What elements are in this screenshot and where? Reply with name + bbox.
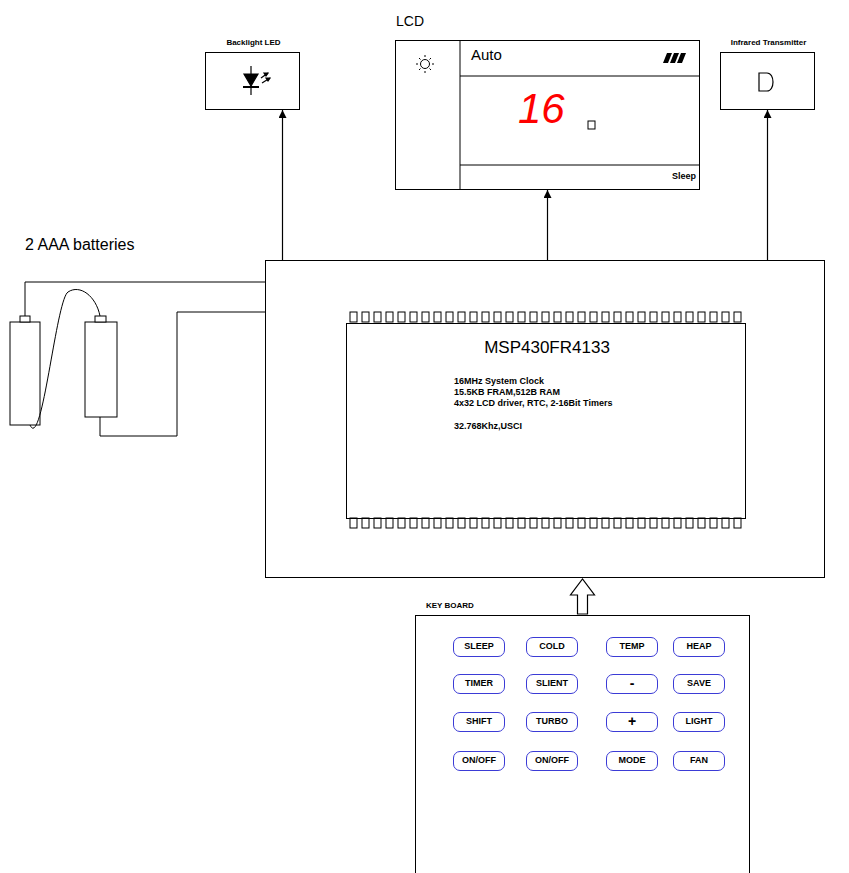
hollow-arrow bbox=[571, 579, 595, 614]
key-button: FAN bbox=[673, 751, 725, 771]
degree-square bbox=[588, 121, 595, 129]
signal-arrow bbox=[767, 110, 768, 260]
node-text: Backlight LED bbox=[186, 38, 321, 47]
key-label: COLD bbox=[527, 638, 577, 655]
keyboard-box: KEY BOARDSLEEPCOLDTEMPHEAPTIMERSLIENT-SA… bbox=[415, 615, 750, 873]
sun-icon bbox=[416, 55, 434, 73]
led-symbol bbox=[243, 66, 270, 95]
lcd-dividers bbox=[460, 40, 700, 190]
node-text: Infrared Transmitter bbox=[691, 38, 846, 47]
key-label: MODE bbox=[607, 752, 657, 769]
key-button: TEMP bbox=[606, 637, 658, 657]
key-label: SHIFT bbox=[454, 713, 504, 730]
node-text: MSP430FR4133 bbox=[347, 338, 747, 358]
key-label: TEMP bbox=[607, 638, 657, 655]
key-label: + bbox=[607, 713, 657, 730]
key-label: SLEEP bbox=[454, 638, 504, 655]
key-label: SAVE bbox=[674, 675, 724, 692]
key-label: ON/OFF bbox=[454, 752, 504, 769]
key-label: SLIENT bbox=[527, 675, 577, 692]
node-text: LCD bbox=[396, 13, 424, 29]
battery-wires bbox=[25, 282, 265, 436]
battery-level-icon bbox=[663, 53, 686, 63]
part-label: 2 AAA batteries bbox=[25, 236, 134, 254]
ir-emitter-symbol bbox=[759, 73, 773, 91]
signal-arrow bbox=[547, 190, 548, 260]
key-label: ON/OFF bbox=[527, 752, 577, 769]
key-button: SLIENT bbox=[526, 674, 578, 694]
ir-box: Infrared Transmitter bbox=[720, 52, 815, 110]
board-box: MSP430FR4133 16MHz System Clock15.5KB FRA… bbox=[265, 260, 825, 578]
signal-arrow bbox=[282, 110, 283, 260]
key-label: HEAP bbox=[674, 638, 724, 655]
node-text: KEY BOARD bbox=[426, 601, 474, 610]
key-button: SLEEP bbox=[453, 637, 505, 657]
node-text: 4x32 LCD driver, RTC, 2-16Bit Timers bbox=[454, 398, 629, 408]
key-button: SHIFT bbox=[453, 712, 505, 732]
key-button: ON/OFF bbox=[453, 751, 505, 771]
key-button: LIGHT bbox=[673, 712, 725, 732]
chip-box: MSP430FR4133 16MHz System Clock15.5KB FRA… bbox=[346, 323, 746, 519]
node-text: Sleep bbox=[596, 171, 696, 181]
key-label: LIGHT bbox=[674, 713, 724, 730]
key-button: - bbox=[606, 674, 658, 694]
node-text: 16MHz System Clock bbox=[454, 376, 544, 386]
led-box: Backlight LED bbox=[205, 52, 300, 110]
node-text: 32.768Khz,USCI bbox=[454, 421, 522, 431]
key-button: TIMER bbox=[453, 674, 505, 694]
key-button: ON/OFF bbox=[526, 751, 578, 771]
key-button: HEAP bbox=[673, 637, 725, 657]
node-text: 16 bbox=[518, 85, 565, 133]
key-button: MODE bbox=[606, 751, 658, 771]
battery-cells bbox=[10, 316, 117, 425]
node-text: Auto bbox=[471, 46, 502, 63]
node-text: 15.5KB FRAM,512B RAM bbox=[454, 387, 560, 397]
key-label: TIMER bbox=[454, 675, 504, 692]
key-label: FAN bbox=[674, 752, 724, 769]
key-label: - bbox=[607, 675, 657, 692]
key-button: SAVE bbox=[673, 674, 725, 694]
key-button: TURBO bbox=[526, 712, 578, 732]
lcd-box: LCDAuto16Sleep bbox=[395, 40, 700, 190]
key-button: + bbox=[606, 712, 658, 732]
key-button: COLD bbox=[526, 637, 578, 657]
key-label: TURBO bbox=[527, 713, 577, 730]
